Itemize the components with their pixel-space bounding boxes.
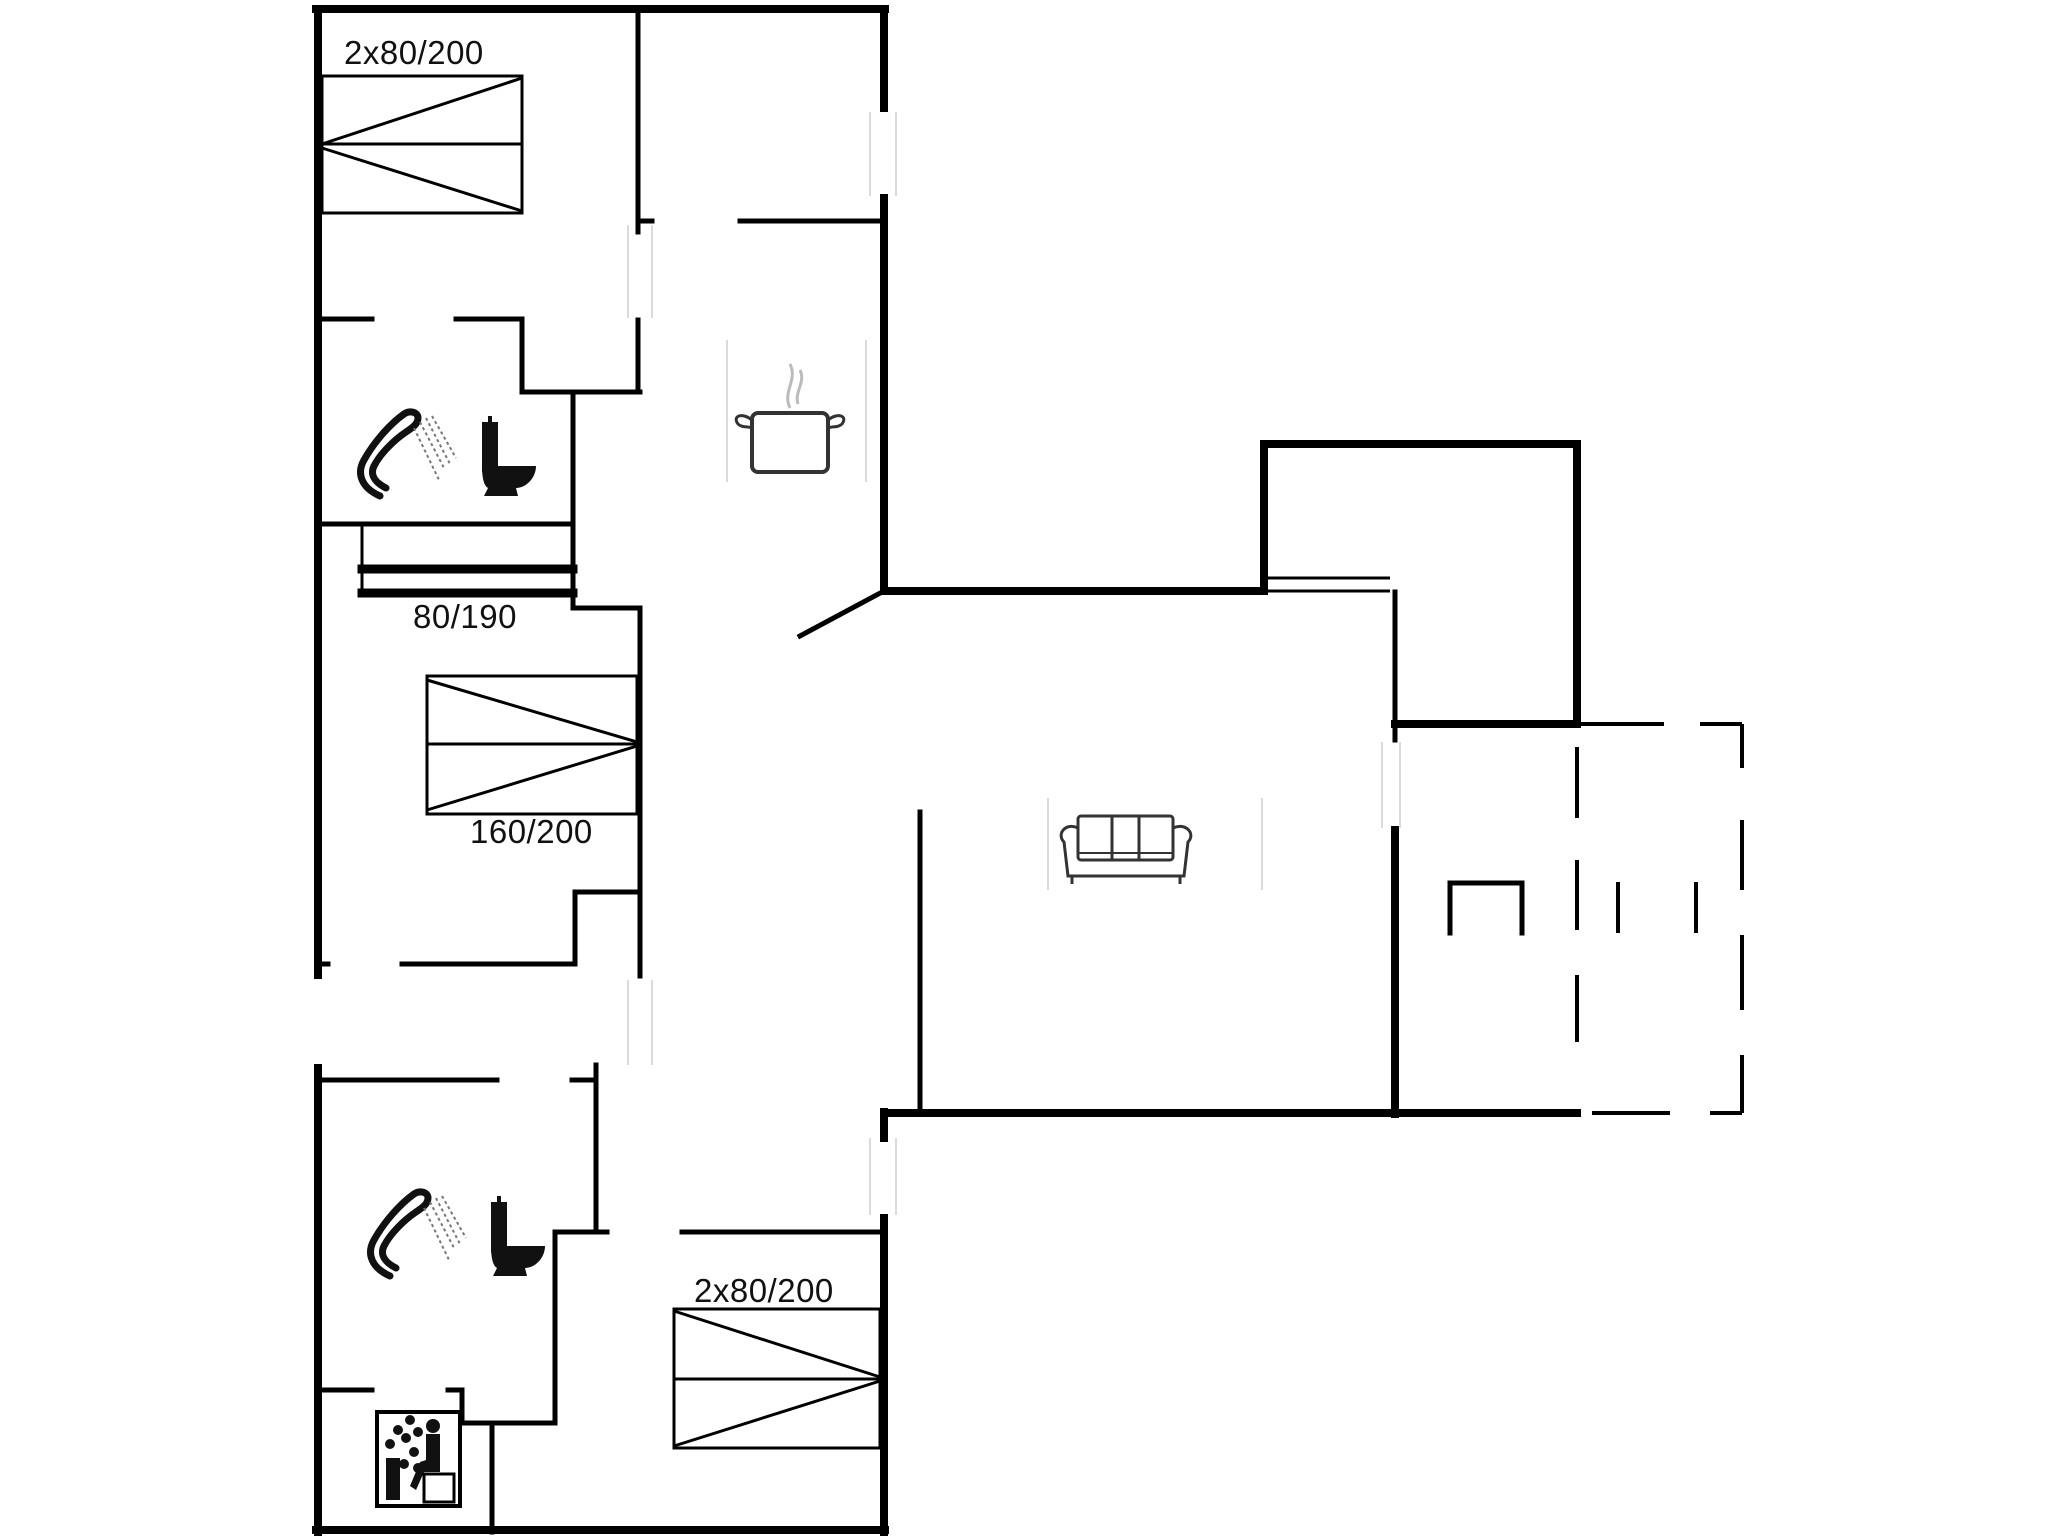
living-walls (880, 440, 1581, 1134)
terrace (1447, 722, 1744, 1115)
toilet-icon (482, 416, 536, 496)
outer-walls (312, 5, 889, 1536)
shower-icon (357, 408, 457, 500)
windows (627, 112, 1401, 1215)
twin-bed-icon (320, 74, 524, 215)
interior-walls (315, 6, 888, 1535)
sauna-icon (375, 1410, 462, 1508)
twin-bed-icon (672, 1307, 882, 1450)
bed-size-label: 2x80/200 (694, 1272, 834, 1309)
shower-icon (367, 1188, 467, 1280)
bed-size-label: 160/200 (470, 813, 593, 850)
cooking-pot-icon (726, 340, 867, 482)
bed-size-label: 2x80/200 (344, 34, 484, 71)
double-bed-icon (425, 674, 639, 816)
bunk-size-label: 80/190 (413, 598, 517, 635)
toilet-icon (491, 1196, 545, 1276)
sofa-icon (1047, 798, 1263, 890)
